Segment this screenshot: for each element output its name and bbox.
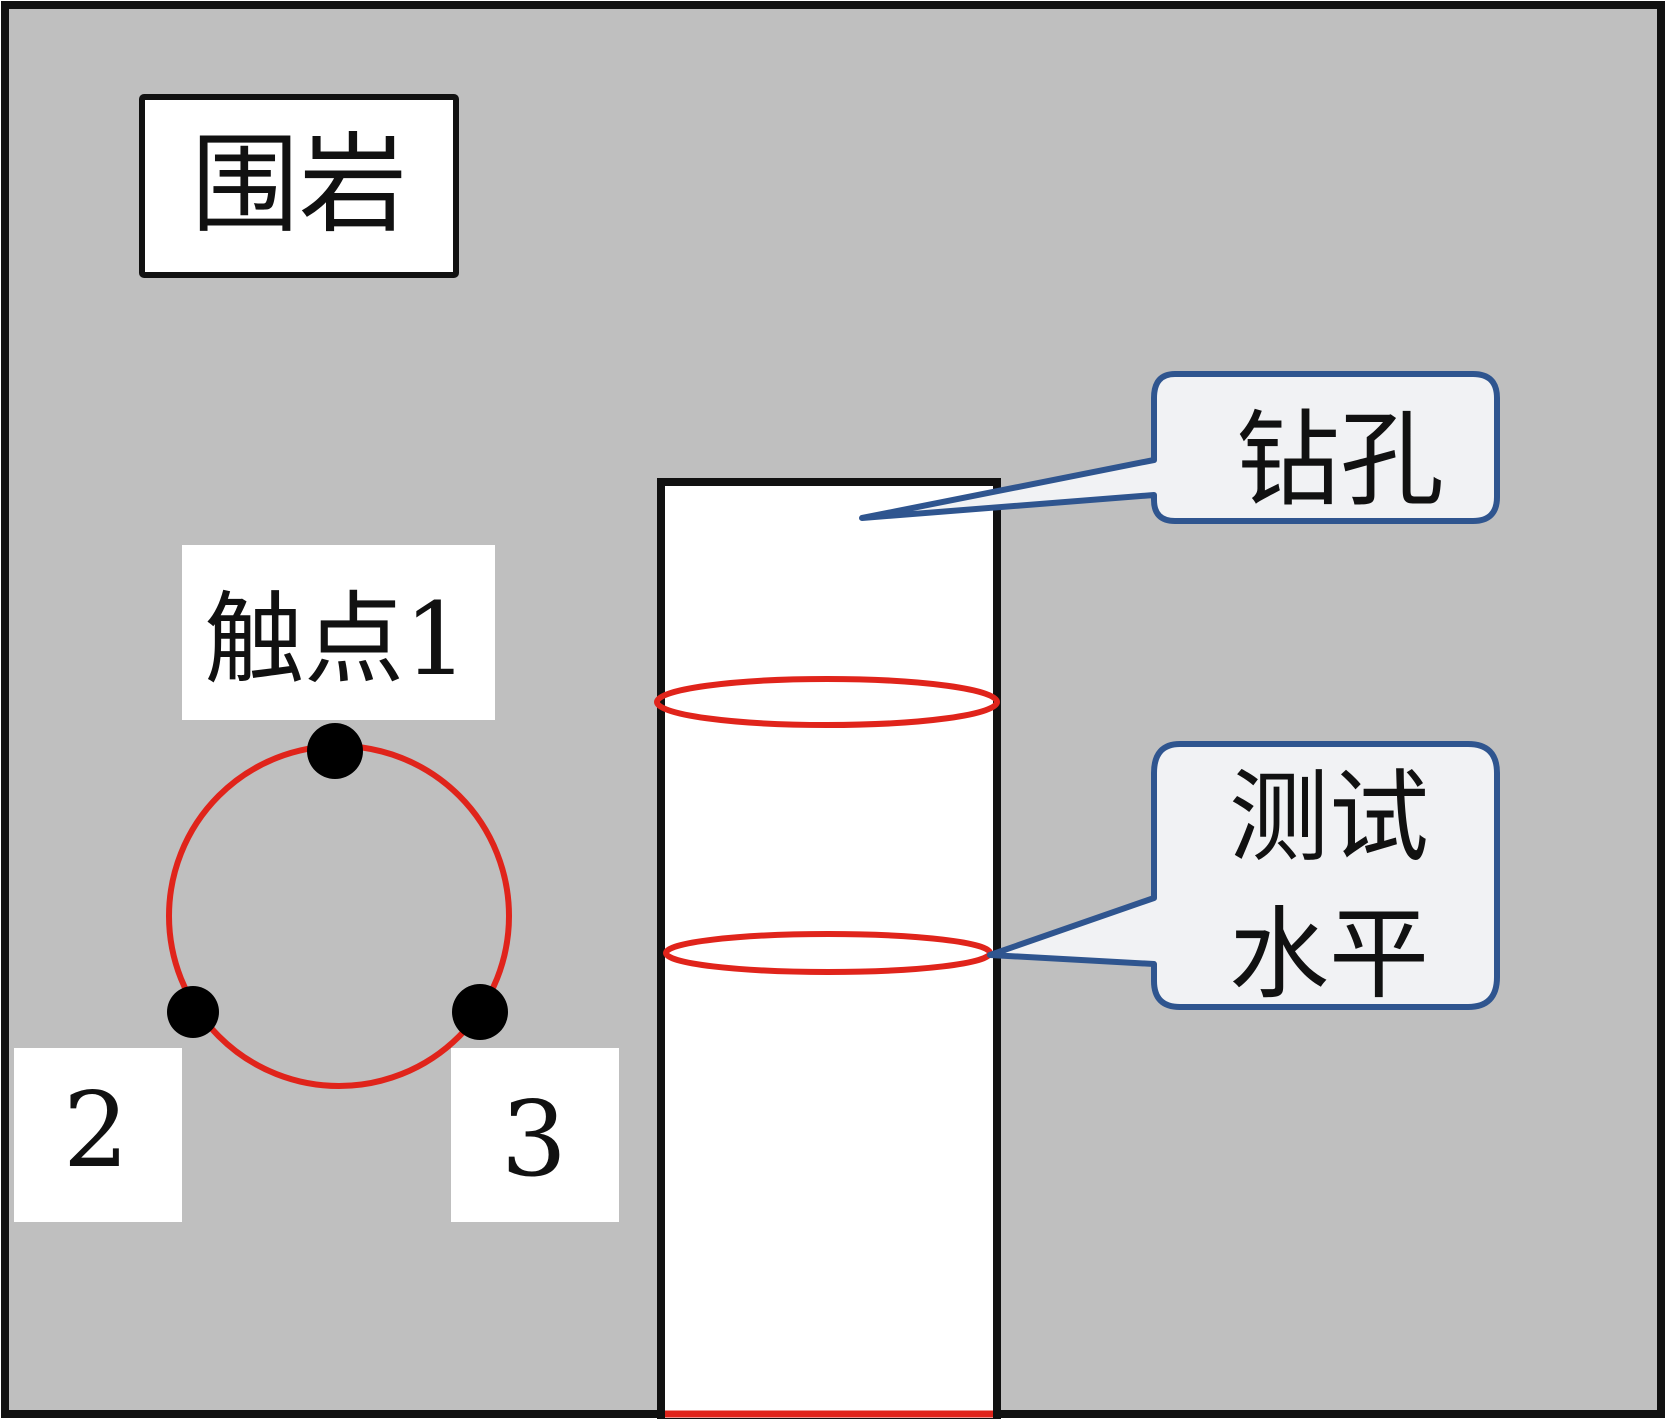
contact-3-label-box <box>451 1048 619 1222</box>
test-level-callout-text-line2: 水平 <box>1229 896 1429 1013</box>
contact-1-label-text: 触点1 <box>204 581 468 698</box>
borehole-callout-bubble <box>859 371 1500 524</box>
contact-dot-2 <box>167 986 219 1038</box>
test-ring-upper <box>654 676 1000 728</box>
test-level-callout-text-line1: 测试 <box>1229 759 1429 876</box>
contact-dot-1 <box>307 723 363 779</box>
contact-dot-3 <box>452 984 508 1040</box>
contact-1-label-box <box>182 545 495 720</box>
contact-3-label: 3 <box>451 1048 619 1222</box>
surrounding-rock-text: 围岩 <box>191 123 407 248</box>
surrounding-rock-label-box <box>139 94 459 278</box>
borehole-column <box>657 478 1001 1419</box>
test-level-callout: 测试 水平 <box>987 741 1500 1013</box>
contact-3-label-text: 3 <box>501 1078 567 1200</box>
test-level-callout-bubble <box>987 741 1500 1010</box>
contact-ring-group <box>166 723 512 1089</box>
borehole-callout-text: 钻孔 <box>1236 399 1444 521</box>
contact-1-label: 触点1 <box>182 545 495 720</box>
borehole-callout: 钻孔 <box>859 371 1500 524</box>
contact-2-label-text: 2 <box>63 1069 129 1191</box>
surrounding-rock-label: 围岩 <box>139 94 459 278</box>
borehole <box>654 478 1001 1419</box>
contact-2-label-box <box>14 1048 182 1222</box>
contact-2-label: 2 <box>14 1048 182 1222</box>
